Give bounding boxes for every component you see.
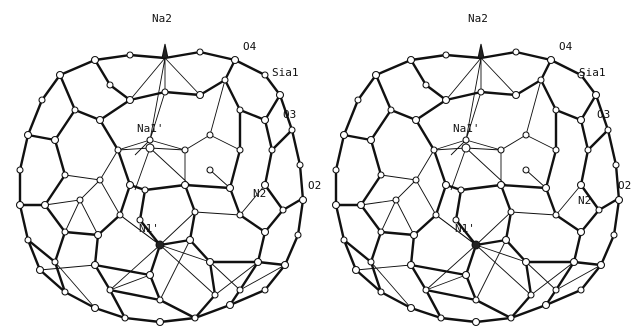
label-n2: N2 — [253, 187, 266, 200]
label-o2: O2 — [308, 179, 321, 192]
label-si-al: Sia1 — [272, 66, 299, 79]
label-o2: O2 — [618, 179, 631, 192]
label-o3: O3 — [283, 108, 296, 121]
label-n1: N1' — [139, 222, 159, 235]
label-o4: O4 — [559, 40, 573, 53]
left-structure-view: Na2 O4 Sia1 O3 Na1' N2 O2 N1' — [15, 12, 321, 327]
label-na1: Na1' — [137, 122, 164, 135]
label-o4: O4 — [243, 40, 257, 53]
left-atoms — [15, 43, 308, 327]
label-na2: Na2 — [152, 12, 172, 25]
label-na2: Na2 — [468, 12, 488, 25]
right-atoms — [331, 43, 624, 327]
label-na1: Na1' — [453, 122, 480, 135]
left-atom-labels: Na2 O4 Sia1 O3 Na1' N2 O2 N1' — [137, 12, 321, 235]
right-structure-view: Na2 O4 Sia1 O3 Na1' N2 O2 N1' — [331, 12, 631, 327]
label-o3: O3 — [597, 108, 610, 121]
right-atom-labels: Na2 O4 Sia1 O3 Na1' N2 O2 N1' — [453, 12, 631, 235]
label-n1: N1' — [455, 222, 475, 235]
label-n2: N2 — [578, 194, 591, 207]
label-si-al: Sia1 — [579, 66, 606, 79]
